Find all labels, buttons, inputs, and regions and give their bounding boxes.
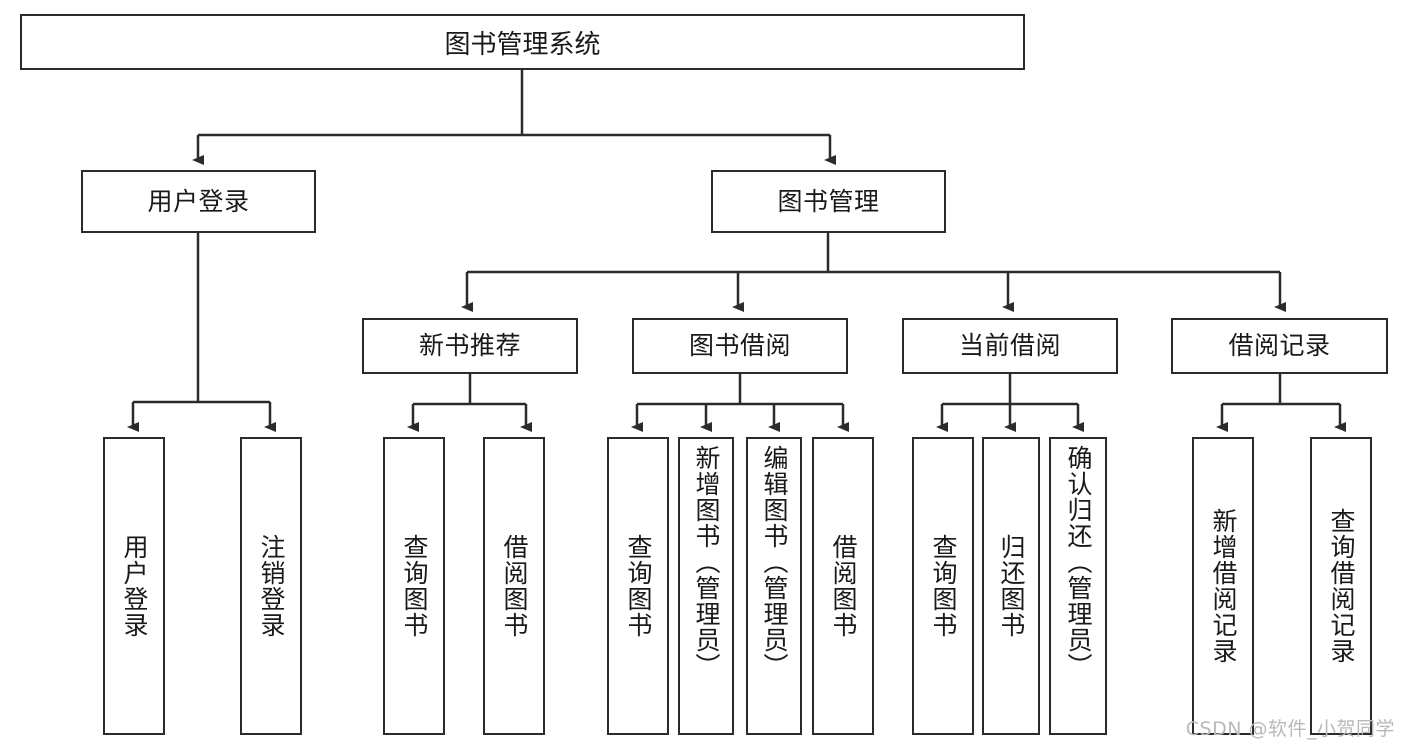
leaf-add-book-admin[interactable]: 新增图书（管理员） xyxy=(678,437,734,735)
leaf-label: 查询图书 xyxy=(400,534,429,638)
leaf-label: 用户登录 xyxy=(120,534,149,638)
node-new-book-recommend[interactable]: 新书推荐 xyxy=(362,318,578,374)
leaf-label: 查询图书 xyxy=(624,534,653,638)
leaf-label: 确认归还（管理员） xyxy=(1064,445,1093,679)
node-book-management[interactable]: 图书管理 xyxy=(711,170,946,233)
leaf-label: 查询图书 xyxy=(929,534,958,638)
leaf-add-borrow-record[interactable]: 新增借阅记录 xyxy=(1192,437,1254,735)
leaf-label: 注销登录 xyxy=(257,534,286,638)
node-label: 图书管理系统 xyxy=(444,29,601,60)
leaf-borrow-book[interactable]: 借阅图书 xyxy=(812,437,874,735)
leaf-user-login[interactable]: 用户登录 xyxy=(103,437,165,735)
leaf-query-book-current[interactable]: 查询图书 xyxy=(912,437,974,735)
node-label: 借阅记录 xyxy=(1228,331,1331,361)
leaf-query-borrow-record[interactable]: 查询借阅记录 xyxy=(1310,437,1372,735)
leaf-query-book-borrow[interactable]: 查询图书 xyxy=(607,437,669,735)
leaf-label: 借阅图书 xyxy=(500,534,529,638)
leaf-edit-book-admin[interactable]: 编辑图书（管理员） xyxy=(746,437,802,735)
leaf-label: 编辑图书（管理员） xyxy=(760,445,789,679)
leaf-logout-login[interactable]: 注销登录 xyxy=(240,437,302,735)
node-label: 新书推荐 xyxy=(418,331,521,361)
node-user-login[interactable]: 用户登录 xyxy=(81,170,316,233)
node-root-system[interactable]: 图书管理系统 xyxy=(20,14,1025,70)
node-borrow-record[interactable]: 借阅记录 xyxy=(1171,318,1388,374)
leaf-query-book-recommend[interactable]: 查询图书 xyxy=(383,437,445,735)
leaf-confirm-return-admin[interactable]: 确认归还（管理员） xyxy=(1049,437,1107,735)
node-label: 图书借阅 xyxy=(688,331,791,361)
leaf-label: 归还图书 xyxy=(997,534,1026,638)
leaf-label: 查询借阅记录 xyxy=(1327,508,1356,664)
leaf-return-book[interactable]: 归还图书 xyxy=(982,437,1040,735)
leaf-label: 借阅图书 xyxy=(829,534,858,638)
leaf-label: 新增图书（管理员） xyxy=(692,445,721,679)
leaf-label: 新增借阅记录 xyxy=(1209,508,1238,664)
watermark-text: CSDN @软件_小贺同学 xyxy=(1185,718,1395,740)
node-label: 用户登录 xyxy=(147,186,250,216)
node-book-borrow[interactable]: 图书借阅 xyxy=(632,318,848,374)
node-current-borrow[interactable]: 当前借阅 xyxy=(902,318,1118,374)
leaf-borrow-book-recommend[interactable]: 借阅图书 xyxy=(483,437,545,735)
node-label: 当前借阅 xyxy=(958,331,1061,361)
node-label: 图书管理 xyxy=(777,186,880,216)
